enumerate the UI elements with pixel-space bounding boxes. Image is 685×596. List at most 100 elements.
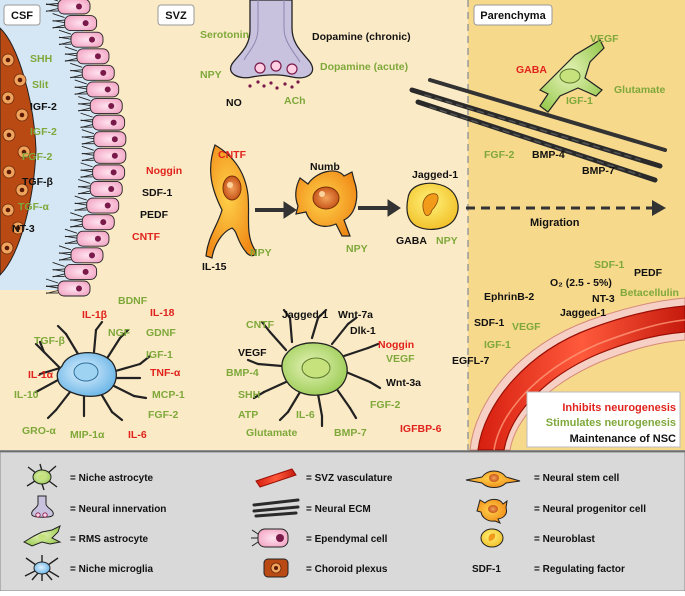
innervation-label: NPY <box>200 69 222 81</box>
legend-label: = Neural stem cell <box>534 473 620 484</box>
csf-header: CSF <box>11 10 33 22</box>
niche-astrocyte <box>246 308 382 428</box>
legend-label: = Niche microglia <box>70 564 154 575</box>
microglia-label: IGF-1 <box>146 349 173 361</box>
neural-ecm <box>409 78 667 183</box>
microglia-label: IL-6 <box>128 429 147 441</box>
microglia-label: TNF-α <box>150 367 181 379</box>
rms-astrocyte-label: GABA <box>516 64 547 76</box>
niche-astrocyte-label: IL-6 <box>296 409 315 421</box>
niche-microglia <box>34 320 152 422</box>
csf-label: FGF-2 <box>22 151 52 163</box>
niche-astrocyte-label: IGFBP-6 <box>400 423 442 435</box>
microglia-label: GDNF <box>146 327 176 339</box>
niche-astrocyte-label: ATP <box>238 409 258 421</box>
microglia-label: BDNF <box>118 295 148 307</box>
microglia-label: NGF <box>108 327 131 339</box>
svz-header: SVZ <box>165 10 187 22</box>
progenitor-label: Numb <box>310 161 340 173</box>
legend-panel <box>0 451 685 592</box>
ependymal-label: PEDF <box>140 209 169 221</box>
niche-microglia-icon <box>24 555 60 581</box>
ependymal-label: Noggin <box>146 165 182 177</box>
key-maintenance: Maintenance of NSC <box>570 433 676 445</box>
innervation-label: Serotonin <box>200 29 249 41</box>
microglia-label: MCP-1 <box>152 389 185 401</box>
vasculature-label: Betacellulin <box>620 287 679 299</box>
vasculature-label: PEDF <box>634 267 663 279</box>
nsc-label: IL-15 <box>202 261 227 273</box>
parenchyma-header: Parenchyma <box>480 10 546 22</box>
microglia-label: MIP-1α <box>70 429 105 441</box>
microglia-label: IL-18 <box>150 307 175 319</box>
ependymal-cell <box>70 31 104 48</box>
rms-astrocyte <box>538 39 605 113</box>
neural-progenitor-cell-icon <box>476 498 508 524</box>
ependymal-cell <box>92 164 126 181</box>
legend-label: = Niche astrocyte <box>70 473 154 484</box>
neural-stem-cell <box>205 144 257 259</box>
legend-label: = RMS astrocyte <box>70 534 149 545</box>
svz-vasculature-icon <box>255 468 297 488</box>
ependymal-cell <box>76 48 110 65</box>
neuroblast-icon <box>480 528 504 548</box>
niche-astrocyte-label: FGF-2 <box>370 399 400 411</box>
ependymal-label: SDF-1 <box>142 187 172 199</box>
legend-label: = Neural progenitor cell <box>534 504 646 515</box>
niche-astrocyte-label: CNTF <box>246 319 275 331</box>
niche-astrocyte-label: BMP-4 <box>226 367 259 379</box>
nsc-label: NPY <box>250 247 272 259</box>
ependymal-cell <box>64 15 98 32</box>
ependymal-cell <box>89 181 123 197</box>
migration-label: Migration <box>530 217 580 229</box>
ependymal-cell <box>92 114 126 131</box>
neuroblast-label: NPY <box>436 235 458 247</box>
neuroblast-label: Jagged-1 <box>412 169 458 181</box>
vasculature-label: SDF-1 <box>474 317 504 329</box>
niche-astrocyte-label: Noggin <box>378 339 414 351</box>
niche-astrocyte-label: Wnt-3a <box>386 377 421 389</box>
microglia-label: IL-1α <box>28 369 54 381</box>
niche-astrocyte-label: Jagged-1 <box>282 309 328 321</box>
microglia-label: GRO-α <box>22 425 56 437</box>
legend-label: = Ependymal cell <box>306 534 388 545</box>
microglia-label: IL-10 <box>14 389 39 401</box>
legend-label: = SVZ vasculature <box>306 473 393 484</box>
choroid-plexus-icon <box>263 558 289 578</box>
vasculature-label: IGF-1 <box>484 339 511 351</box>
nsc-label: CNTF <box>218 149 247 161</box>
niche-astrocyte-icon <box>26 463 58 491</box>
csf-label: Slit <box>32 79 49 91</box>
innervation-label: ACh <box>284 95 306 107</box>
ependymal-cell <box>86 81 120 98</box>
ependymal-label: CNTF <box>132 231 161 243</box>
legend-label: = Regulating factor <box>534 564 625 575</box>
csf-label: IGF-2 <box>30 126 57 138</box>
choroid-plexus <box>0 27 37 276</box>
vasculature-label: EphrinB-2 <box>484 291 534 303</box>
legend-label: = Neural innervation <box>70 504 166 515</box>
csf-label: SHH <box>30 53 52 65</box>
vasculature-label: VEGF <box>512 321 541 333</box>
neural-innervation <box>229 0 314 90</box>
neural-innervation-icon <box>31 495 54 518</box>
neuroblast-label: GABA <box>396 235 427 247</box>
ependymal-cell <box>86 197 120 214</box>
regulating-factor-sample: SDF-1 <box>472 564 501 575</box>
vasculature-label: NT-3 <box>592 293 615 305</box>
ependymal-cell <box>57 0 91 15</box>
microglia-label: IL-1β <box>82 309 108 321</box>
niche-astrocyte-label: Glutamate <box>246 427 298 439</box>
microglia-label: FGF-2 <box>148 409 178 421</box>
niche-astrocyte-label: VEGF <box>386 353 415 365</box>
csf-label: NT-3 <box>12 223 35 235</box>
ecm-label: BMP-7 <box>582 165 615 177</box>
ecm-label: BMP-4 <box>532 149 565 161</box>
csf-label: TGF-β <box>22 176 53 188</box>
ependymal-cell-icon <box>251 528 289 548</box>
ependymal-layer <box>45 0 127 297</box>
rms-astrocyte-icon <box>22 525 62 547</box>
rms-astrocyte-label: VEGF <box>590 33 619 45</box>
ecm-label: FGF-2 <box>484 149 514 161</box>
